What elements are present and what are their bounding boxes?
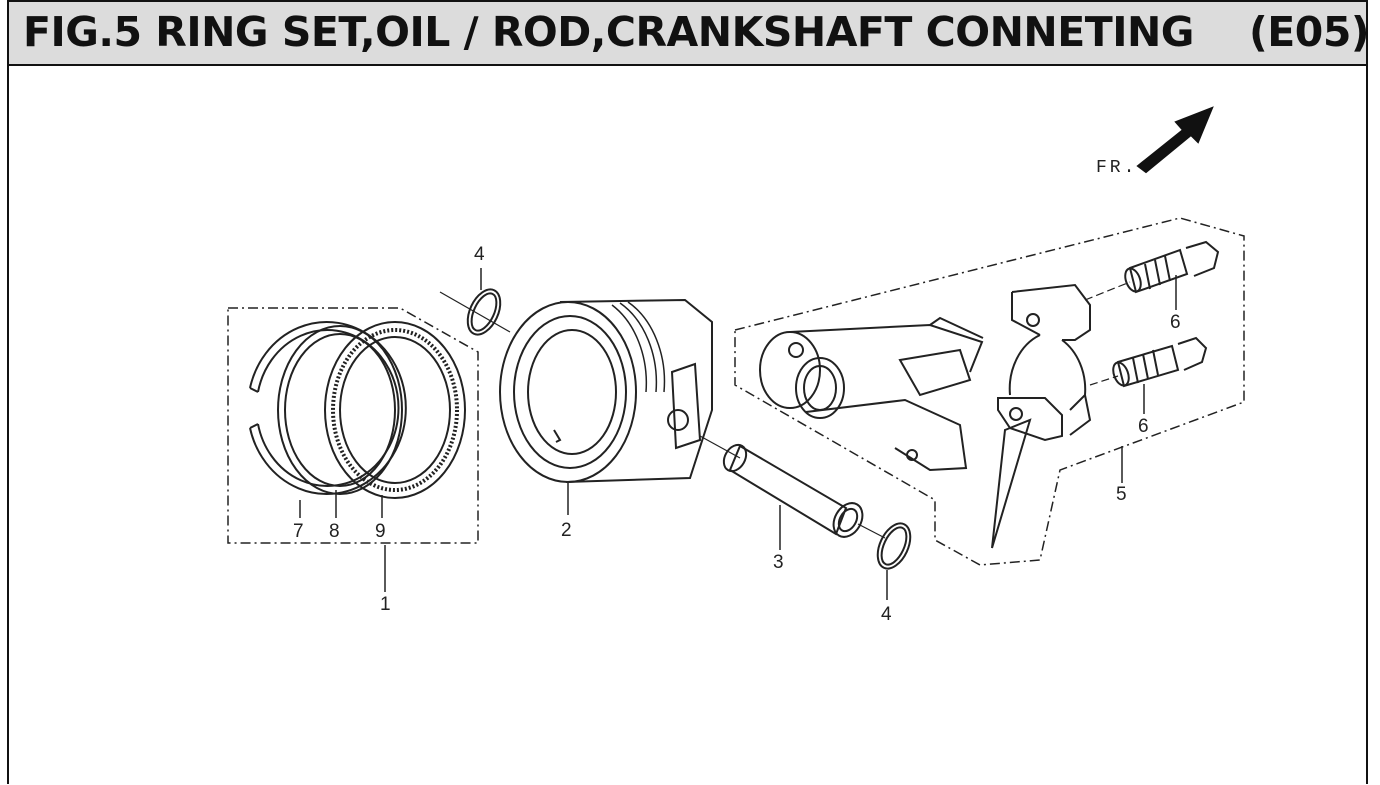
- callout-1: 1: [380, 594, 391, 615]
- ring-7-top-ring: [249, 321, 407, 495]
- callout-3: 3: [773, 552, 784, 573]
- callout-6-lower: 6: [1138, 416, 1149, 437]
- ring-9-oil-ring: [324, 321, 466, 499]
- circlip-4-lower: [876, 522, 912, 570]
- ring-set-boundary: [227, 307, 479, 544]
- title-bar: FIG.5 RING SET,OIL / ROD,CRANKSHAFT CONN…: [7, 0, 1370, 66]
- callout-2: 2: [561, 520, 572, 541]
- callout-5: 5: [1116, 484, 1127, 505]
- bolt-6-lower: [1112, 336, 1208, 388]
- callout-8: 8: [329, 521, 340, 542]
- connecting-rod-boundary: [734, 217, 1245, 566]
- callout-9: 9: [375, 521, 386, 542]
- ring-8-second-ring: [277, 325, 403, 495]
- page-frame: [7, 0, 1368, 784]
- connecting-rod-5: [759, 316, 984, 472]
- front-direction-arrow-icon: [1136, 106, 1214, 174]
- page-title: FIG.5 RING SET,OIL / ROD,CRANKSHAFT CONN…: [23, 8, 1370, 56]
- front-direction-label: FR.: [1096, 158, 1137, 178]
- leader-lines: [299, 268, 1177, 600]
- callout-7: 7: [293, 521, 304, 542]
- callout-6-upper: 6: [1170, 312, 1181, 333]
- piston-2: [499, 298, 713, 483]
- callout-4-lower: 4: [881, 604, 892, 625]
- callout-4-upper: 4: [474, 244, 485, 265]
- bolt-6-upper: [1124, 240, 1220, 294]
- piston-pin-3: [722, 443, 864, 538]
- connecting-rod-cap: [991, 283, 1092, 549]
- circlip-4-upper: [466, 288, 502, 336]
